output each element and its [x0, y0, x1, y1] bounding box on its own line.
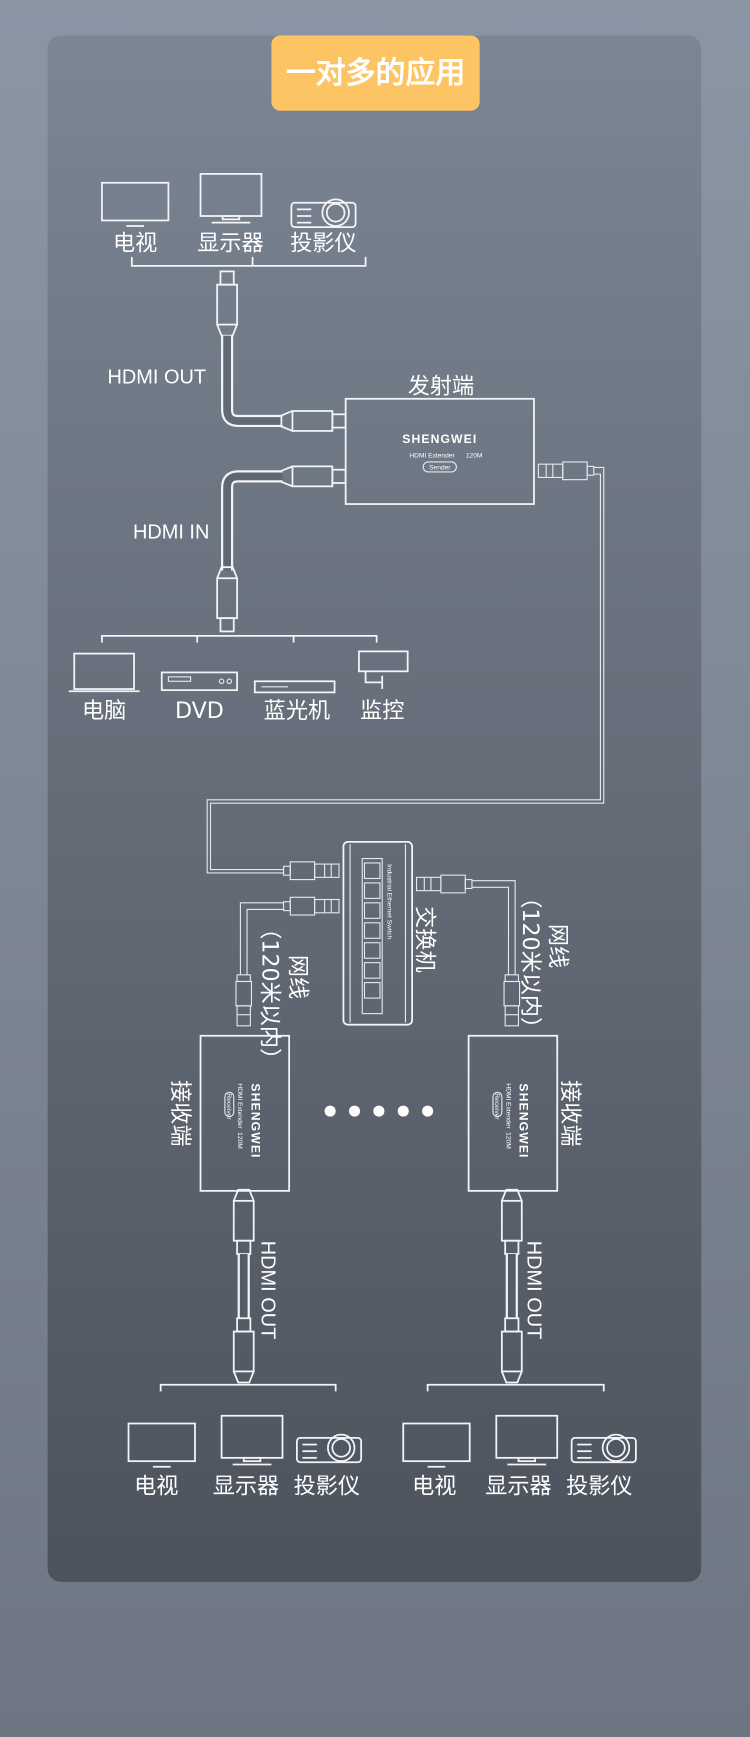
- receiver-right: SHENGWEI HDMI Extender 120M Receiver: [467, 1034, 559, 1192]
- range-text: 120M: [236, 1132, 243, 1149]
- output-label: 投影仪: [290, 230, 356, 256]
- hdmi-out-label: HDMI OUT: [256, 1241, 278, 1340]
- range-text: 120M: [504, 1132, 511, 1149]
- source-label: 监控: [360, 698, 404, 724]
- more-receivers-ellipsis: [324, 1105, 434, 1117]
- output-label: 显示器: [485, 1473, 551, 1499]
- sender-label: 发射端: [408, 373, 474, 399]
- receiver-label: 接收端: [557, 1080, 583, 1146]
- bracket: [101, 634, 378, 643]
- source-label: DVD: [175, 698, 224, 724]
- receiver-left: SHENGWEI HDMI Extender 120M Receiver: [199, 1034, 291, 1192]
- bluray-player-icon: [253, 680, 336, 694]
- output-label: 投影仪: [566, 1473, 632, 1499]
- bracket: [426, 1383, 605, 1392]
- cable-label: 网线: [545, 924, 571, 968]
- title-badge: 一对多的应用: [271, 35, 480, 111]
- source-label: 蓝光机: [264, 698, 330, 724]
- cable-note: （120米以内）: [517, 886, 543, 1039]
- hdmi-cable: [223, 472, 283, 571]
- output-label: 显示器: [197, 230, 263, 256]
- cable-label: 网线: [284, 955, 310, 999]
- brand-text: SHENGWEI: [248, 1083, 262, 1158]
- hdmi-in-label: HDMI IN: [133, 521, 209, 543]
- bracket: [130, 257, 367, 267]
- model-text: HDMI Extender: [236, 1083, 243, 1129]
- page-title: 一对多的应用: [286, 56, 465, 91]
- brand-text: SHENGWEI: [517, 1083, 531, 1158]
- camera-icon: [358, 650, 409, 690]
- output-label: 电视: [412, 1473, 456, 1499]
- laptop-icon: [68, 652, 140, 693]
- output-label: 显示器: [213, 1473, 279, 1499]
- role-text: Receiver: [493, 1093, 500, 1120]
- cable-note: （120米以内）: [257, 917, 283, 1070]
- ethernet-switch: Industrial Ethernet Switch: [342, 841, 413, 1026]
- model-text: HDMI Extender: [409, 453, 455, 460]
- network-cable: [239, 902, 284, 975]
- dvd-player-icon: [160, 671, 238, 692]
- network-cable: [471, 880, 516, 975]
- model-text: HDMI Extender: [504, 1083, 511, 1129]
- bracket: [159, 1383, 337, 1392]
- hdmi-out-label: HDMI OUT: [522, 1241, 544, 1340]
- output-label: 电视: [113, 230, 157, 256]
- network-cable: [206, 466, 605, 874]
- switch-device-text: Industrial Ethernet Switch: [386, 864, 393, 939]
- brand-text: SHENGWEI: [402, 432, 477, 446]
- receiver-label: 接收端: [167, 1080, 193, 1146]
- content-card: [47, 35, 702, 1582]
- output-label: 投影仪: [294, 1473, 360, 1499]
- switch-label: 交换机: [412, 906, 438, 972]
- sender-box: [344, 397, 535, 505]
- output-label: 电视: [134, 1473, 178, 1499]
- range-text: 120M: [466, 453, 483, 460]
- hdmi-out-label: HDMI OUT: [107, 366, 206, 388]
- role-text: Sender: [429, 465, 451, 472]
- source-label: 电脑: [82, 698, 126, 724]
- role-text: Receiver: [225, 1093, 232, 1120]
